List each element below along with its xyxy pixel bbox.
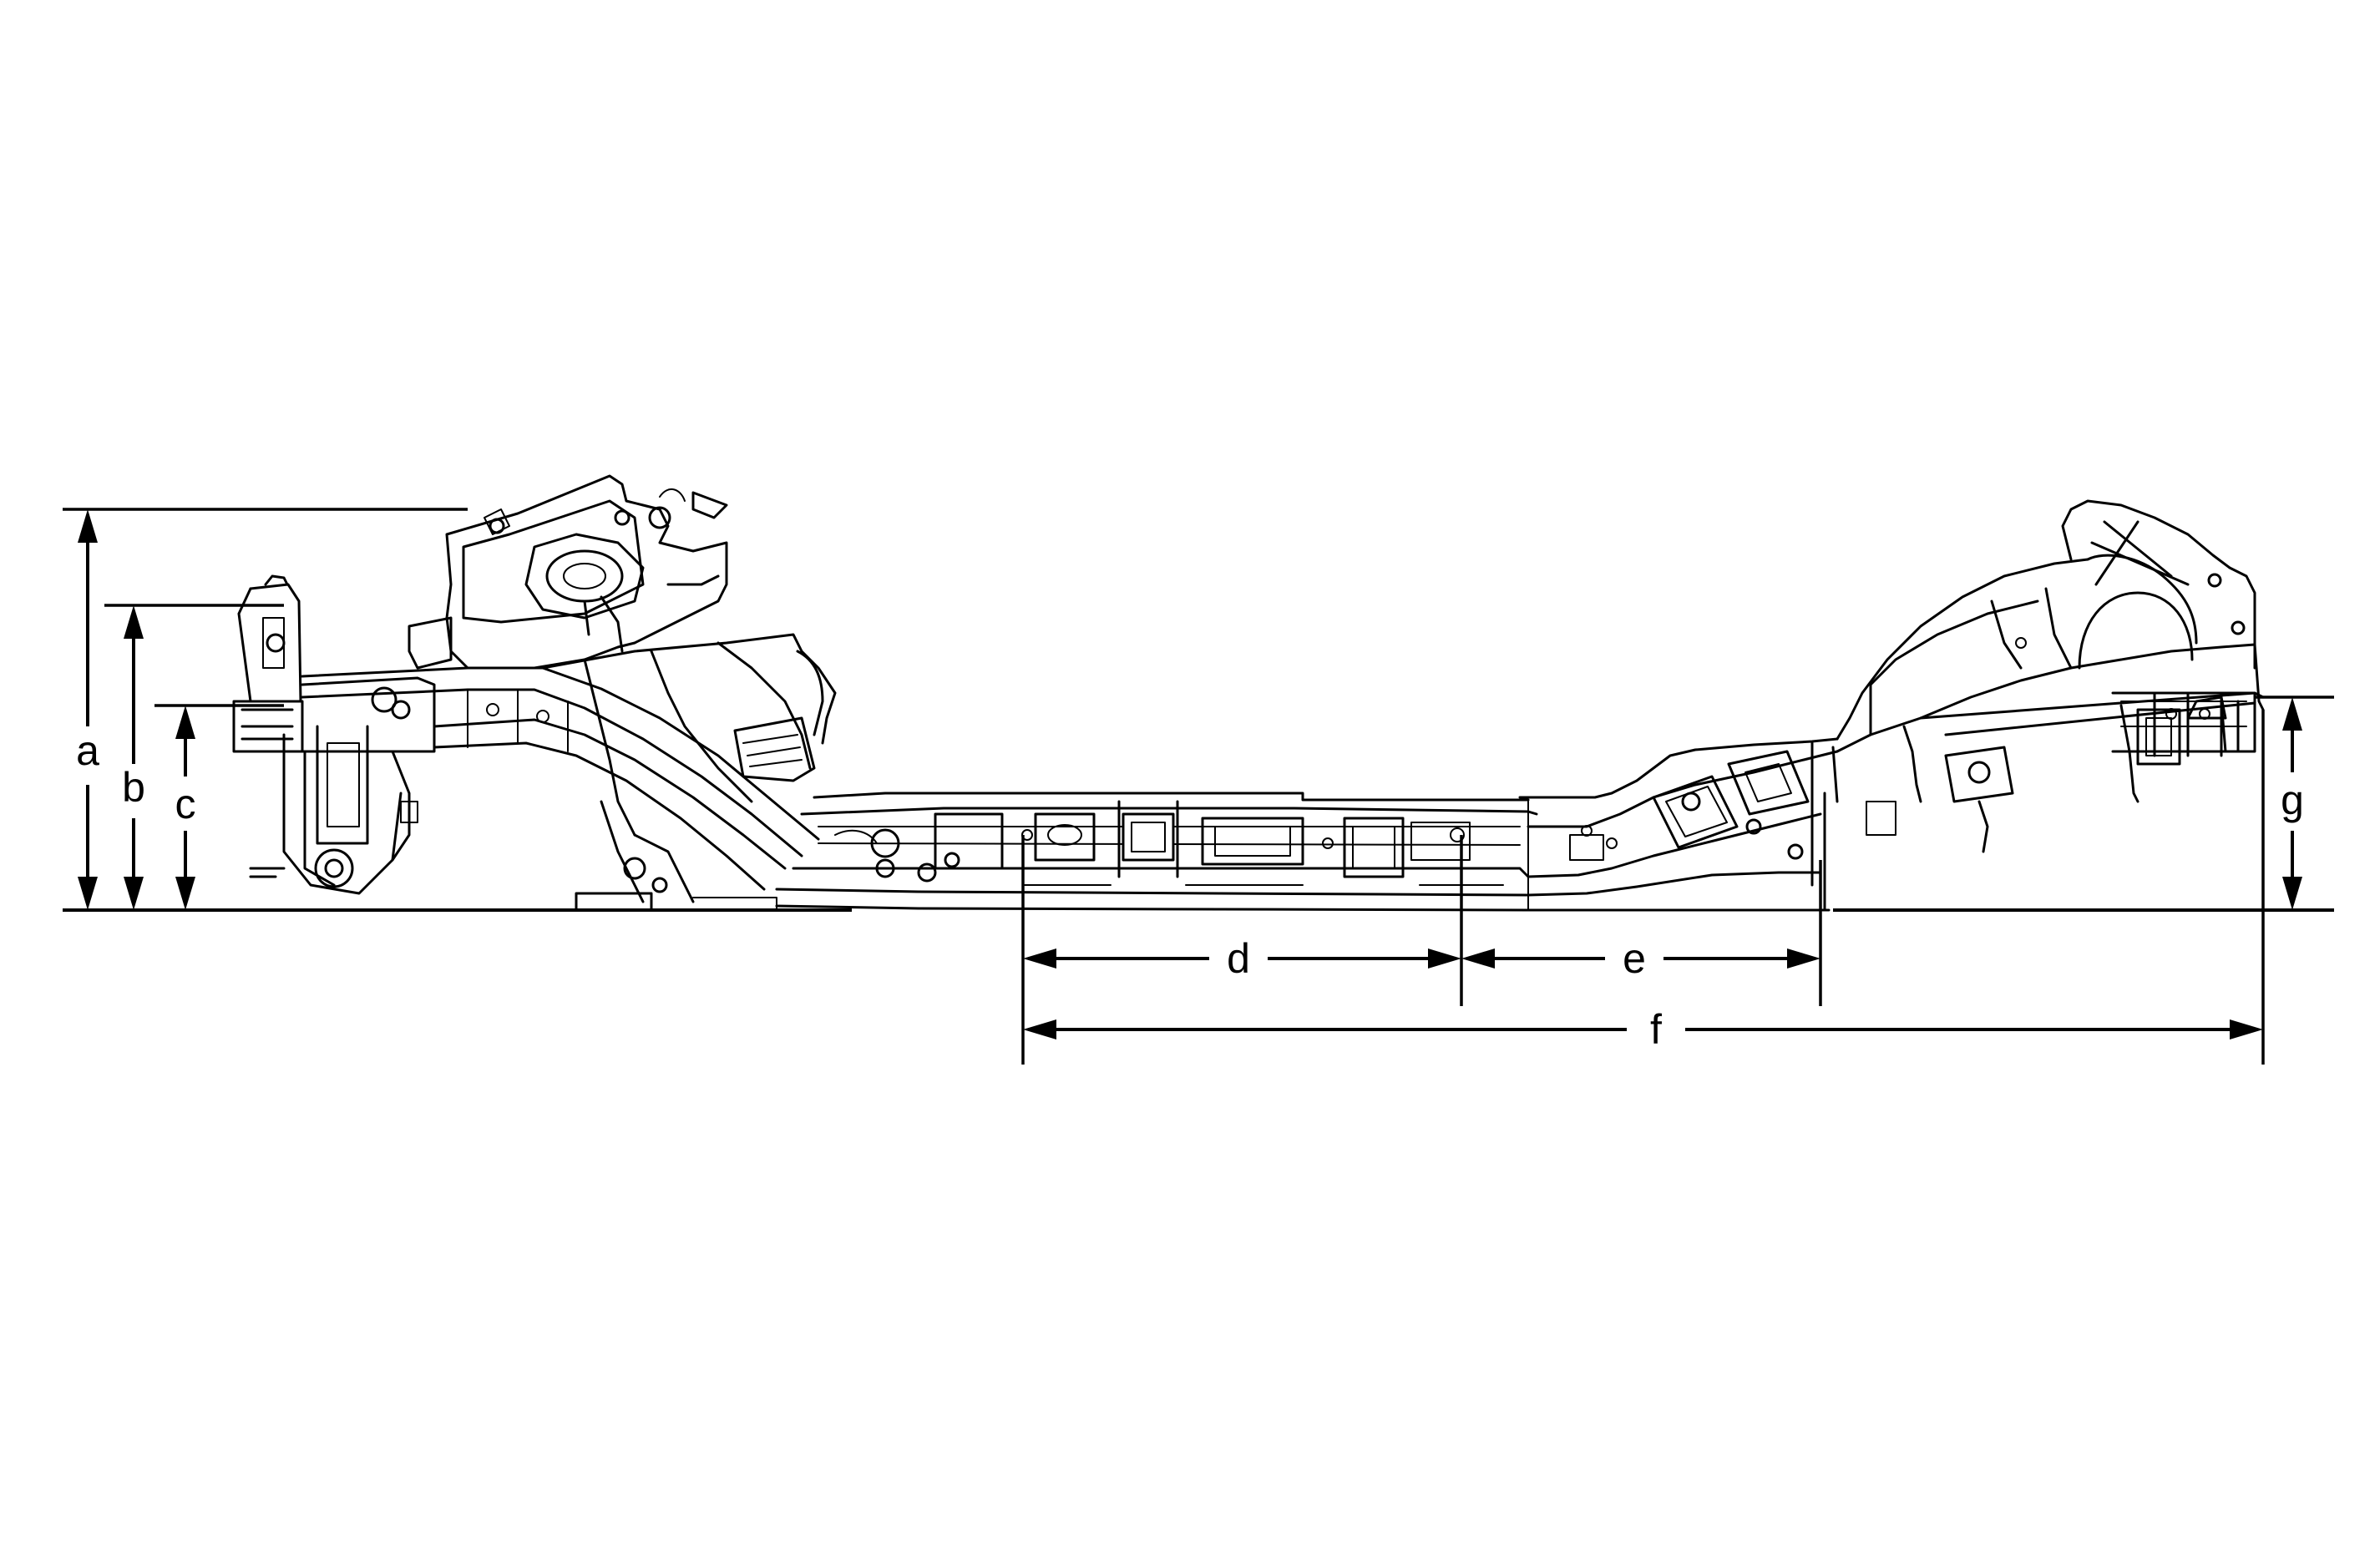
dimension-d: d xyxy=(1023,935,1461,982)
rear-wheelhouse xyxy=(1831,499,2265,853)
rear-kickup xyxy=(1518,737,1839,912)
underbody-frame-drawing xyxy=(232,474,2265,912)
dimension-e: e xyxy=(1461,935,1820,982)
dimension-b: b xyxy=(104,604,284,910)
dimension-label-d: d xyxy=(1227,935,1250,982)
dimension-label-e: e xyxy=(1623,935,1646,982)
rear-rail-end xyxy=(2111,691,2256,757)
shock-tower xyxy=(408,474,728,670)
dimension-label-f: f xyxy=(1650,1006,1662,1053)
dimension-label-g: g xyxy=(2281,776,2304,823)
dash-cowl-panel xyxy=(541,633,837,912)
dimension-c: c xyxy=(154,704,284,910)
dimension-label-c: c xyxy=(175,781,196,827)
dimension-f: f xyxy=(1023,1006,2263,1053)
dimension-g: g xyxy=(2255,696,2334,910)
dimension-label-a: a xyxy=(76,727,99,774)
front-bumper-section xyxy=(232,574,304,753)
horizontal-extension-lines xyxy=(1021,710,2265,1065)
floor-rocker-section xyxy=(775,792,1538,912)
dimension-label-b: b xyxy=(122,764,145,811)
front-rail xyxy=(301,666,820,891)
front-subframe xyxy=(249,676,436,895)
dimension-a: a xyxy=(63,508,468,910)
